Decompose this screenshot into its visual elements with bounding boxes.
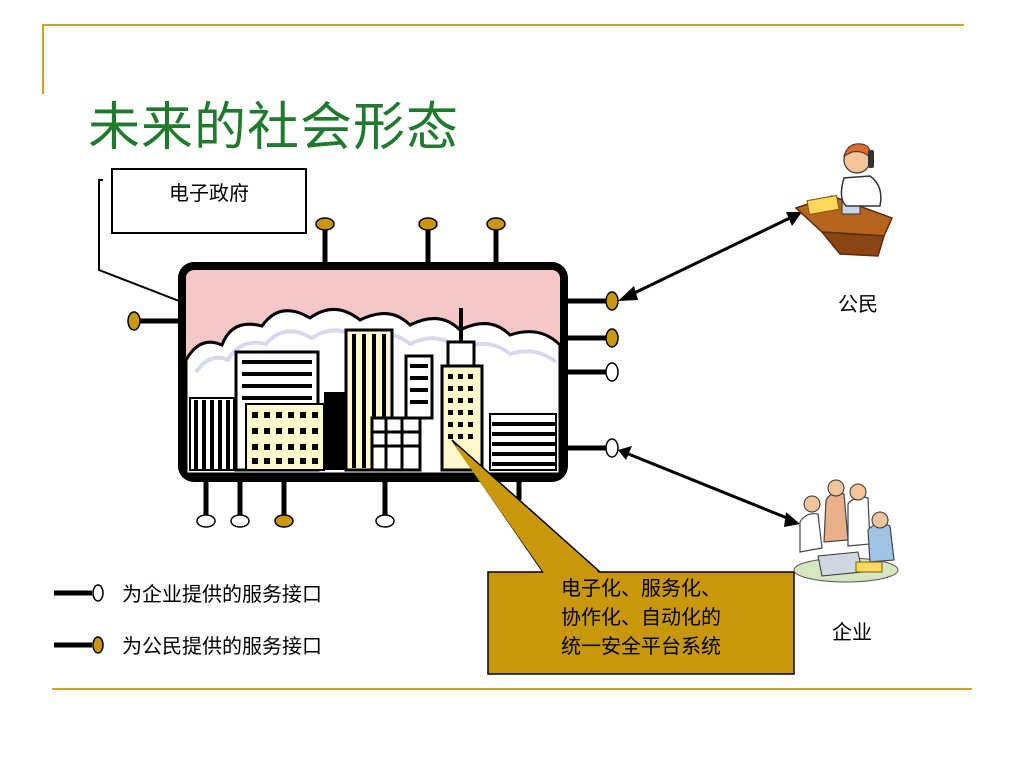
legend-citizen-symbol bbox=[54, 636, 104, 654]
top-pins bbox=[315, 217, 506, 262]
egov-label-box: 电子政府 bbox=[111, 168, 307, 234]
slide-title: 未来的社会形态 bbox=[88, 98, 460, 158]
egov-label: 电子政府 bbox=[169, 181, 249, 205]
callout-line-2: 协作化、自动化的 bbox=[561, 605, 721, 629]
callout-line-3: 统一安全平台系统 bbox=[561, 634, 721, 658]
platform-box bbox=[178, 262, 568, 482]
callout-line-1: 电子化、服务化、 bbox=[561, 576, 721, 600]
bottom-pins bbox=[196, 482, 522, 528]
legend-enterprise-text: 为企业提供的服务接口 bbox=[122, 582, 322, 606]
left-pin bbox=[127, 311, 178, 331]
citizen-arrow bbox=[618, 212, 802, 301]
callout-shape bbox=[451, 439, 795, 675]
enterprise-arrow bbox=[618, 446, 800, 527]
legend-citizen-text: 为公民提供的服务接口 bbox=[122, 634, 322, 658]
top-rule bbox=[42, 24, 964, 26]
citizen-person-icon bbox=[794, 143, 894, 257]
enterprise-group-icon bbox=[793, 479, 899, 583]
left-rule bbox=[42, 24, 44, 94]
right-pins bbox=[568, 291, 619, 458]
callout-text: 电子化、服务化、 协作化、自动化的 统一安全平台系统 bbox=[490, 574, 792, 661]
citizen-label: 公民 bbox=[838, 292, 878, 316]
enterprise-label: 企业 bbox=[832, 620, 872, 644]
legend-enterprise-symbol bbox=[54, 584, 104, 602]
bottom-rule bbox=[52, 688, 972, 690]
